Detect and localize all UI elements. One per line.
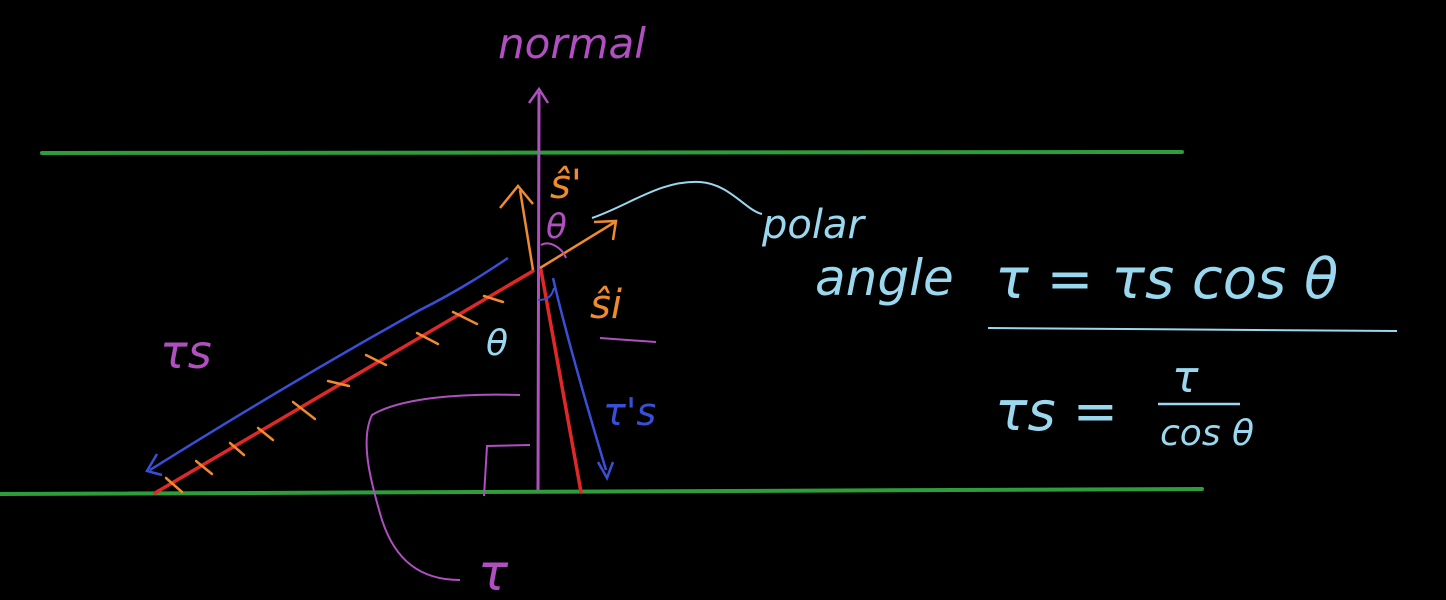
tau-bracket: [483, 444, 531, 497]
s-hat-bottom-label: ŝi: [590, 282, 622, 328]
s-hat-diag-head: [593, 219, 618, 241]
equation-divider: [987, 327, 1398, 332]
polar-label: polar: [761, 202, 866, 248]
s-i-dash: [599, 337, 657, 343]
polar-angle-callout: [591, 180, 763, 219]
angle-arc-bottom: [537, 287, 555, 301]
red-ray-right: [539, 268, 583, 494]
angle-label: angle: [815, 249, 954, 307]
equation-1: τ = τs cos θ: [995, 247, 1338, 312]
blue-ray-left: [149, 256, 509, 472]
equation-2-denominator: cos θ: [1160, 413, 1254, 454]
angle-arc-top: [540, 242, 567, 259]
normal-arrowhead: [527, 86, 550, 104]
tau-s-prime-label: τ's: [603, 390, 656, 434]
tau-s-left-label: τs: [160, 325, 212, 379]
s-hat-up-vector: [518, 189, 535, 271]
theta-top-label: θ: [546, 207, 567, 247]
theta-bottom-label: θ: [486, 323, 508, 364]
normal-label: normal: [498, 19, 646, 68]
blue-ray-right: [551, 277, 608, 471]
blue-ray-left-head: [145, 453, 163, 477]
s-hat-top-label: ŝ': [550, 162, 582, 208]
ray-ticks: [164, 294, 505, 494]
equation-2-lhs: τs =: [995, 380, 1118, 443]
normal-axis: [536, 91, 541, 491]
s-hat-up-head: [499, 184, 534, 209]
s-hat-diag-vector: [539, 220, 616, 270]
tau-bottom-label: τ: [478, 544, 509, 600]
slab-bottom-line: [0, 487, 1204, 496]
tau-callout: [365, 393, 521, 581]
blue-ray-right-head: [596, 461, 615, 481]
red-ray-left: [153, 269, 535, 495]
equation-2-numerator: τ: [1172, 352, 1199, 403]
slab-top-line: [40, 150, 1184, 155]
